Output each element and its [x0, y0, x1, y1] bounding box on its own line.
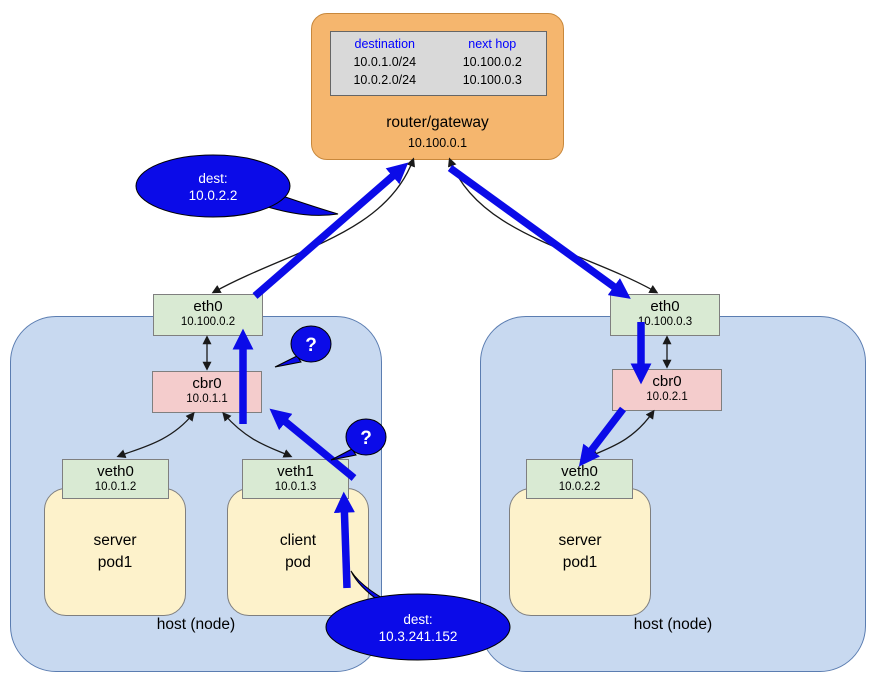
- client-pod-label-line2: pod: [285, 554, 311, 571]
- eth0-left-ip: 10.100.0.2: [180, 316, 236, 328]
- veth0-right-label: veth0: [561, 463, 598, 480]
- callout-dest-top-line1: dest:: [198, 171, 227, 186]
- router-gateway-ip: 10.100.0.1: [407, 136, 468, 150]
- eth0-left-label: eth0: [193, 298, 223, 315]
- eth0-left-box: eth0 10.100.0.2: [153, 294, 263, 336]
- veth1-left-label: veth1: [277, 463, 314, 480]
- cbr0-right-ip: 10.0.2.1: [646, 391, 688, 403]
- server-pod1-left-label-line1: server: [93, 532, 137, 549]
- server-pod1-left-label-line2: pod1: [97, 554, 133, 571]
- link-router-to-eth0-right: [447, 157, 659, 294]
- callout-dest-top-tail: [257, 190, 339, 216]
- routing-table: destination 10.0.1.0/24 10.0.2.0/24 next…: [330, 31, 547, 96]
- callout-dest-top: dest: 10.0.2.2: [135, 154, 339, 218]
- routing-table-nexthop-column: next hop 10.100.0.2 10.100.0.3: [439, 35, 547, 95]
- routing-table-cell: 10.0.2.0/24: [353, 73, 417, 87]
- server-pod1-right-label-line1: server: [558, 532, 602, 549]
- client-pod-label-line1: client: [279, 532, 317, 549]
- client-pod-box: client pod: [227, 488, 369, 616]
- flow-arrow-router-to-eth0-right: [447, 164, 631, 299]
- server-pod1-left-box: server pod1: [44, 488, 186, 616]
- callout-dest-top-line2: 10.0.2.2: [189, 188, 238, 203]
- cbr0-left-box: cbr0 10.0.1.1: [152, 371, 262, 413]
- routing-table-header-destination: destination: [354, 37, 415, 51]
- cbr0-left-ip: 10.0.1.1: [186, 393, 228, 405]
- router-gateway-box: destination 10.0.1.0/24 10.0.2.0/24 next…: [311, 13, 564, 160]
- veth1-left-ip: 10.0.1.3: [274, 481, 317, 493]
- veth0-left-ip: 10.0.1.2: [94, 481, 137, 493]
- routing-table-header-nexthop: next hop: [468, 37, 517, 51]
- host-node-right-label: host (node): [633, 616, 713, 633]
- flow-arrow-eth0-to-router: [252, 162, 409, 299]
- veth0-right-ip: 10.0.2.2: [558, 481, 601, 493]
- link-router-to-eth0-left: [211, 157, 416, 294]
- callout-dest-top-bubble: [135, 154, 291, 218]
- routing-table-cell: 10.100.0.3: [462, 73, 522, 87]
- server-pod1-right-box: server pod1: [509, 488, 651, 616]
- cbr0-left-label: cbr0: [192, 375, 222, 392]
- cbr0-right-label: cbr0: [652, 373, 682, 390]
- veth0-right-box: veth0 10.0.2.2: [526, 459, 633, 499]
- host-node-left-label: host (node): [156, 616, 236, 633]
- router-gateway-label: router/gateway: [386, 114, 489, 131]
- routing-table-destination-column: destination 10.0.1.0/24 10.0.2.0/24: [331, 35, 439, 95]
- veth0-left-box: veth0 10.0.1.2: [62, 459, 169, 499]
- eth0-right-box: eth0 10.100.0.3: [610, 294, 720, 336]
- server-pod1-right-label-line2: pod1: [562, 554, 598, 571]
- veth0-left-label: veth0: [97, 463, 134, 480]
- eth0-right-ip: 10.100.0.3: [637, 316, 693, 328]
- cbr0-right-box: cbr0 10.0.2.1: [612, 369, 722, 411]
- veth1-left-box: veth1 10.0.1.3: [242, 459, 349, 499]
- callout-dest-bottom-line2: 10.3.241.152: [379, 629, 458, 644]
- callout-dest-bottom-line1: dest:: [403, 612, 432, 627]
- eth0-right-label: eth0: [650, 298, 680, 315]
- routing-table-cell: 10.0.1.0/24: [353, 55, 417, 69]
- routing-table-cell: 10.100.0.2: [462, 55, 522, 69]
